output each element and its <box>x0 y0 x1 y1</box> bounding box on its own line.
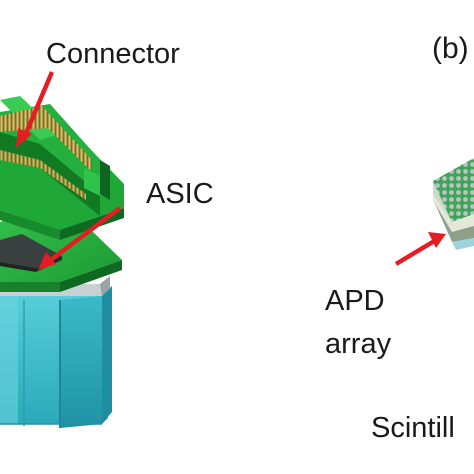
asic-label: ASIC <box>146 180 214 209</box>
detector-module <box>0 96 124 428</box>
scintillator-blocks <box>0 286 112 428</box>
scintillator-label: Scintill <box>371 414 455 443</box>
apd-label-line1: APD <box>325 287 385 316</box>
connector-label: Connector <box>46 40 180 69</box>
panel-b-label: (b) <box>432 34 469 64</box>
apd-label-line2: array <box>325 330 391 359</box>
apd-arrow <box>396 232 446 264</box>
